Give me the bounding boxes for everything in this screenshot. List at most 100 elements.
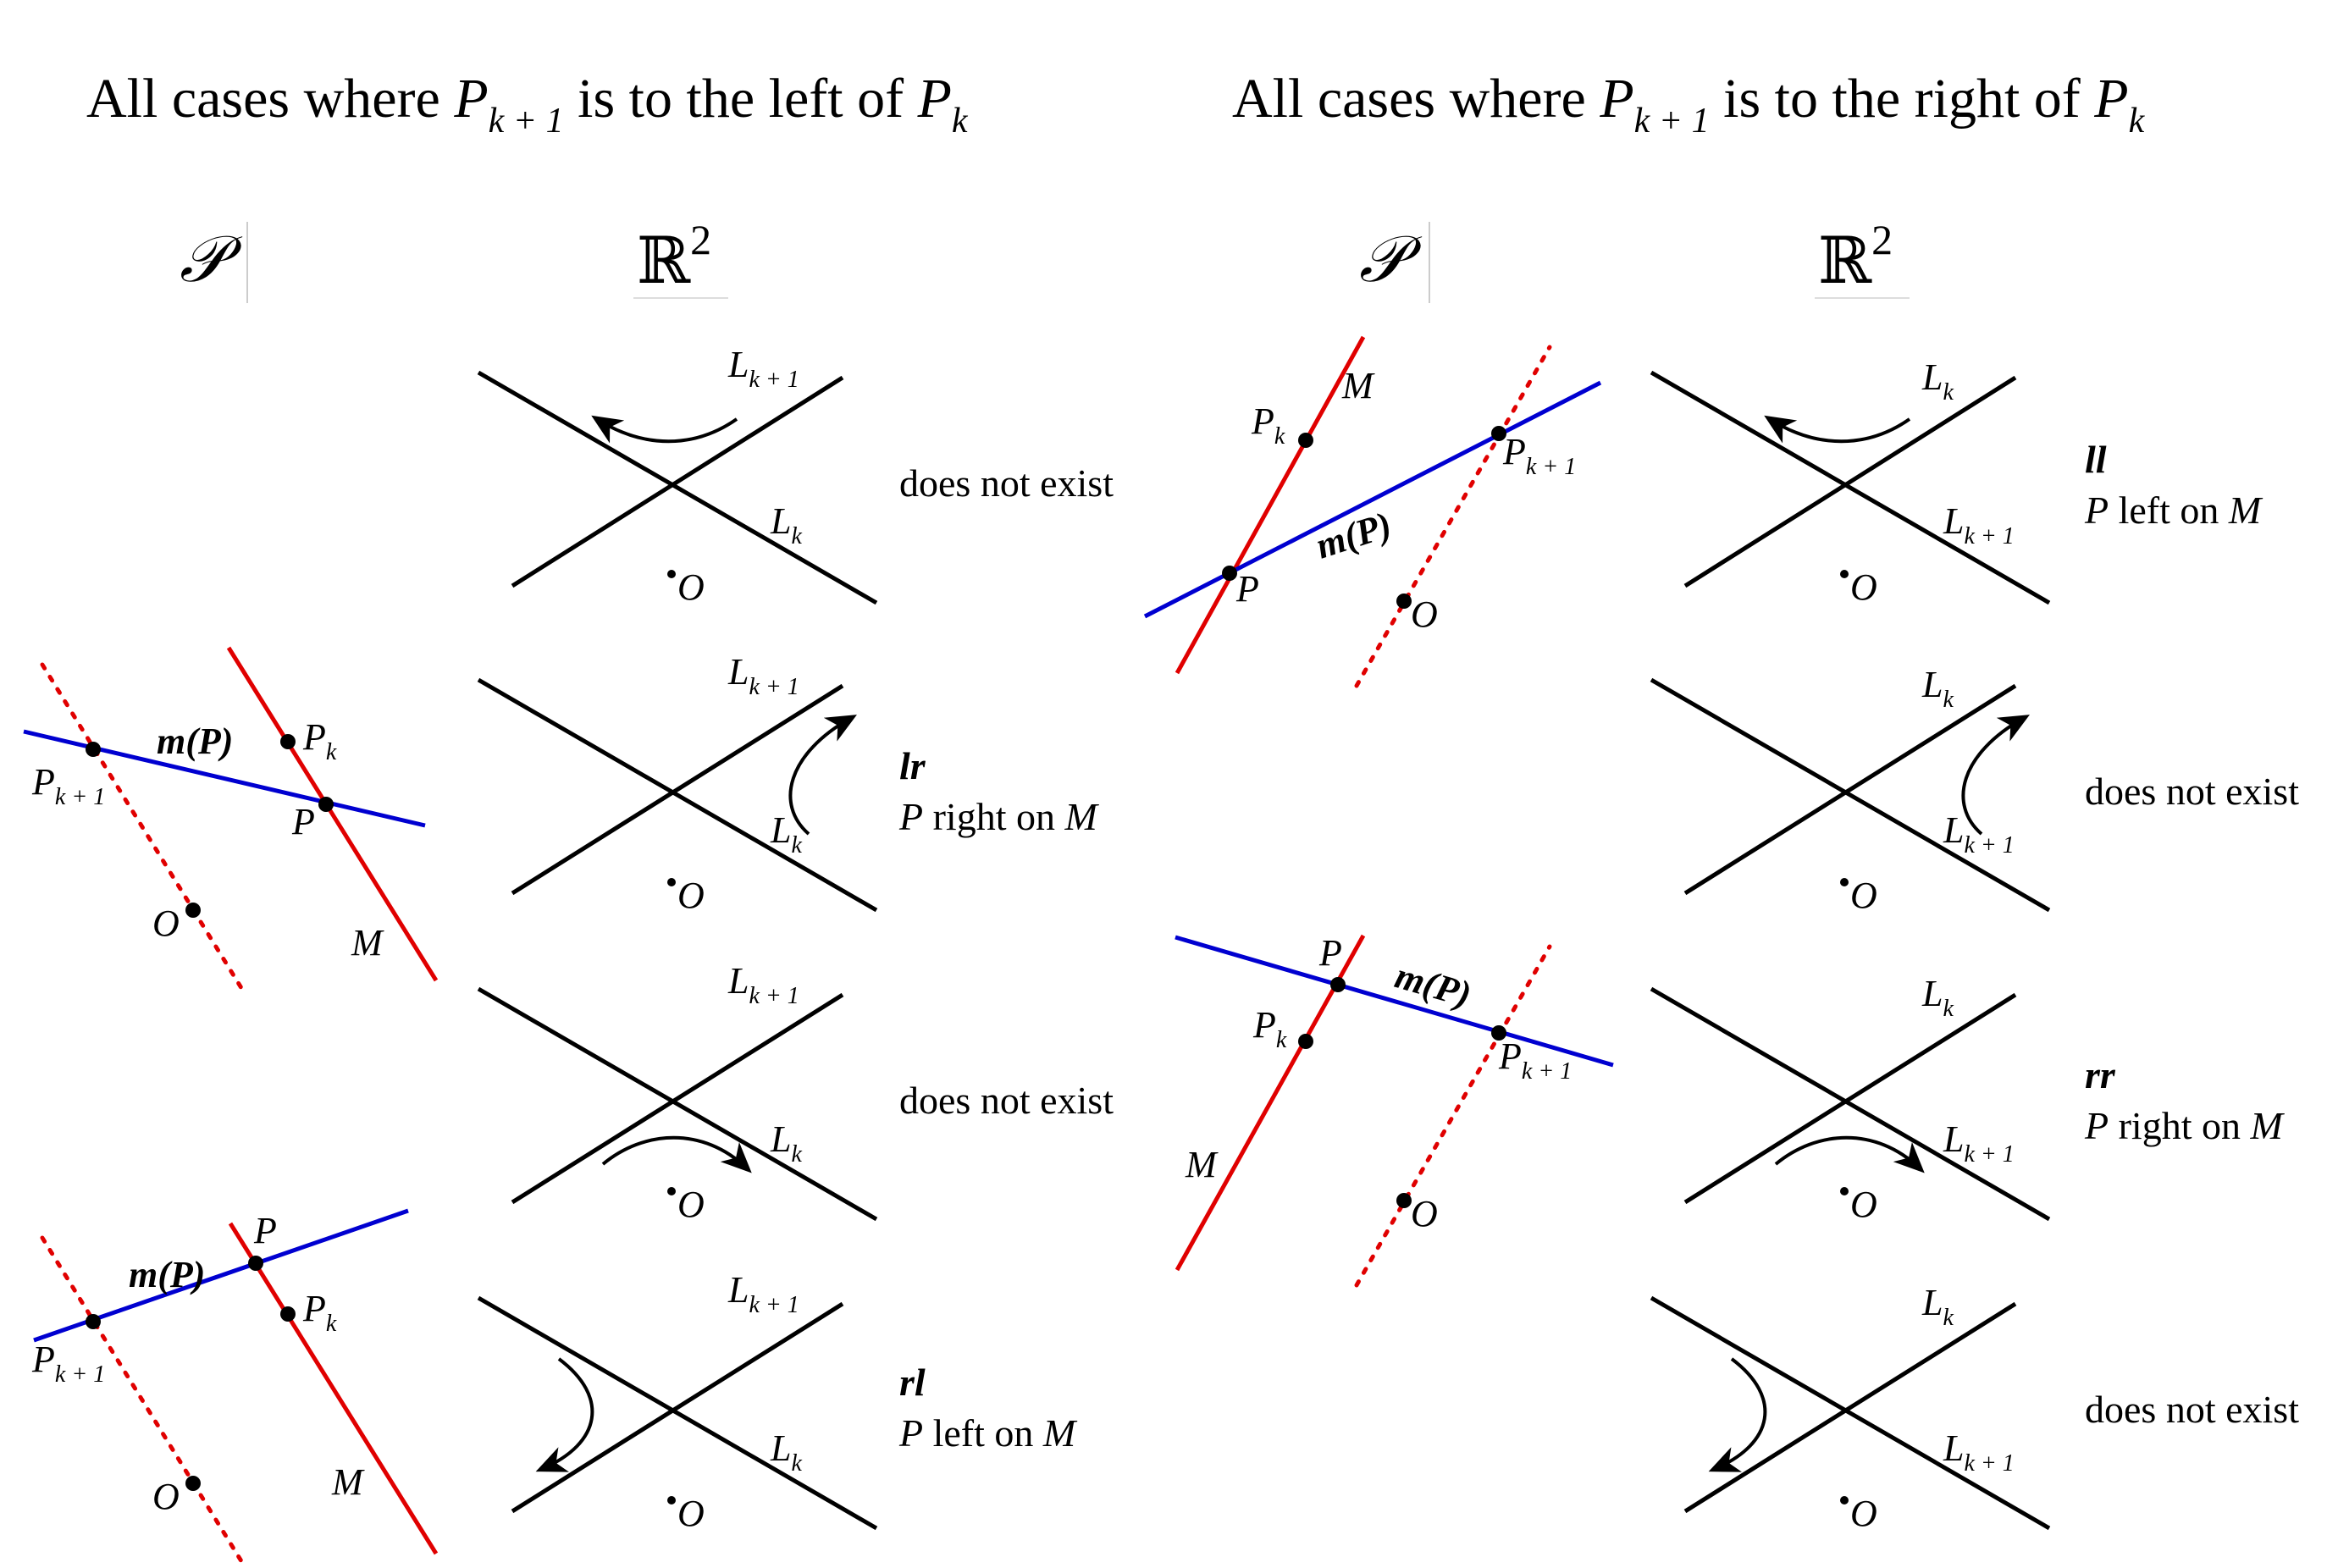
r2-diagram-left-4: Lk + 1 Lk O [477, 1269, 878, 1534]
point-p-k [1298, 433, 1313, 448]
svg-text:O: O [677, 875, 705, 916]
origin-point [667, 1496, 676, 1505]
r2-diagram-right-3: Lk Lk + 1 O [1650, 973, 2051, 1225]
rotation-arrow [1708, 1357, 1767, 1472]
svg-text:lr: lr [899, 744, 926, 787]
svg-text:𝒫: 𝒫 [1359, 224, 1423, 295]
point-p-k1 [1491, 1025, 1506, 1041]
svg-text:𝒫: 𝒫 [180, 224, 243, 295]
rotation-arrow [535, 1357, 594, 1472]
caption-left-3: does not exist [899, 1079, 1114, 1122]
svg-text:ℝ2: ℝ2 [1818, 216, 1893, 297]
line-M [228, 1222, 439, 1555]
point-p [1330, 977, 1346, 992]
point-p [1222, 566, 1237, 581]
r2-diagram-right-4: Lk Lk + 1 O [1650, 1282, 2051, 1534]
point-o [185, 903, 201, 918]
svg-text:Pk: Pk [1252, 1004, 1287, 1053]
svg-text:M: M [331, 1461, 365, 1503]
svg-text:M: M [1341, 365, 1375, 406]
svg-text:O: O [677, 1493, 705, 1534]
svg-text:ll: ll [2085, 438, 2107, 481]
rotation-arrow [1774, 1135, 1925, 1173]
origin-point [1840, 878, 1849, 886]
line-M [1175, 335, 1366, 675]
svg-text:Lk + 1: Lk + 1 [727, 344, 799, 393]
svg-text:Lk + 1: Lk + 1 [727, 960, 799, 1009]
caption-right-4: does not exist [2085, 1388, 2299, 1431]
rotation-arrow [1961, 715, 2030, 836]
svg-text:Pk: Pk [1251, 400, 1285, 450]
caption-right-2: does not exist [2085, 770, 2299, 813]
origin-point [667, 570, 676, 578]
svg-text:Lk: Lk [770, 1427, 802, 1477]
svg-text:P left on M: P left on M [2084, 489, 2263, 532]
origin-point [1840, 1496, 1849, 1505]
r2-diagram-left-1: Lk + 1 Lk O [477, 344, 878, 608]
svg-text:does not exist: does not exist [2085, 770, 2299, 813]
svg-text:Lk: Lk [1921, 1282, 1954, 1331]
svg-text:P right on M: P right on M [898, 795, 1100, 838]
caption-right-1: ll P left on M [2084, 438, 2263, 532]
point-p-k1 [86, 1314, 101, 1329]
rotation-arrow [1764, 415, 1911, 444]
svg-text:O: O [677, 1184, 705, 1225]
svg-text:M: M [351, 922, 384, 963]
header-plane-right: 𝒫 [1359, 222, 1430, 303]
rotation-arrow [591, 415, 738, 444]
svg-text:O: O [152, 903, 180, 944]
line-m-of-P [1143, 380, 1602, 619]
svg-text:Pk: Pk [302, 716, 337, 765]
point-p-k [280, 734, 296, 749]
svg-text:O: O [152, 1476, 180, 1517]
svg-text:Pk + 1: Pk + 1 [1498, 1035, 1572, 1085]
svg-text:O: O [1411, 1193, 1438, 1234]
svg-text:Pk + 1: Pk + 1 [31, 761, 105, 810]
origin-point [1840, 570, 1849, 578]
plane-diagram-right-b: P Pk m(P) Pk + 1 M O [1175, 932, 1614, 1288]
caption-right-3: rr P right on M [2084, 1053, 2286, 1147]
plane-diagram-right-a: M Pk Pk + 1 m(P) P O [1143, 335, 1602, 688]
origin-point [667, 1187, 676, 1195]
svg-text:Lk: Lk [770, 809, 802, 859]
svg-text:Lk: Lk [770, 1118, 802, 1168]
svg-text:does not exist: does not exist [2085, 1388, 2299, 1431]
svg-text:O: O [1850, 566, 1877, 608]
svg-text:Pk: Pk [302, 1288, 337, 1337]
header-r2-left: ℝ2 [633, 216, 728, 299]
title-right: All cases where Pk + 1 is to the right o… [1232, 68, 2146, 141]
svg-text:Lk: Lk [770, 500, 802, 549]
svg-text:P: P [253, 1210, 277, 1251]
plane-diagram-left-b: m(P) Pk + 1 P Pk O M [31, 1208, 439, 1568]
r2-diagram-left-2: Lk + 1 Lk O [477, 651, 878, 916]
svg-text:rr: rr [2085, 1053, 2116, 1096]
r2-diagram-right-1: Lk Lk + 1 O [1650, 356, 2051, 608]
rotation-arrow [788, 715, 857, 836]
line-M [226, 646, 439, 982]
svg-text:does not exist: does not exist [899, 461, 1114, 505]
title-left: All cases where Pk + 1 is to the left of… [86, 68, 969, 141]
point-p-k [280, 1306, 296, 1322]
header-plane-left: 𝒫 [180, 222, 248, 303]
caption-left-4: rl P left on M [898, 1361, 1078, 1455]
point-p-k1 [86, 742, 101, 757]
svg-text:O: O [1850, 1493, 1877, 1534]
point-o [185, 1476, 201, 1491]
caption-left-2: lr P right on M [898, 744, 1100, 838]
svg-text:does not exist: does not exist [899, 1079, 1114, 1122]
svg-text:O: O [677, 566, 705, 608]
svg-text:P: P [1235, 568, 1259, 610]
svg-text:P right on M: P right on M [2084, 1104, 2286, 1147]
svg-text:m(P): m(P) [1311, 504, 1396, 567]
r2-diagram-right-2: Lk Lk + 1 O [1650, 664, 2051, 916]
svg-text:ℝ2: ℝ2 [637, 216, 711, 297]
svg-text:All cases where Pk + 1 is to t: All cases where Pk + 1 is to the right o… [1232, 68, 2146, 141]
svg-text:O: O [1411, 594, 1438, 635]
line-m-of-P [1175, 935, 1614, 1068]
line-M [1175, 934, 1366, 1272]
line-l-k1 [477, 370, 878, 605]
svg-text:Lk: Lk [1921, 664, 1954, 713]
rotation-arrow [601, 1135, 752, 1173]
svg-text:Lk: Lk [1921, 356, 1954, 406]
